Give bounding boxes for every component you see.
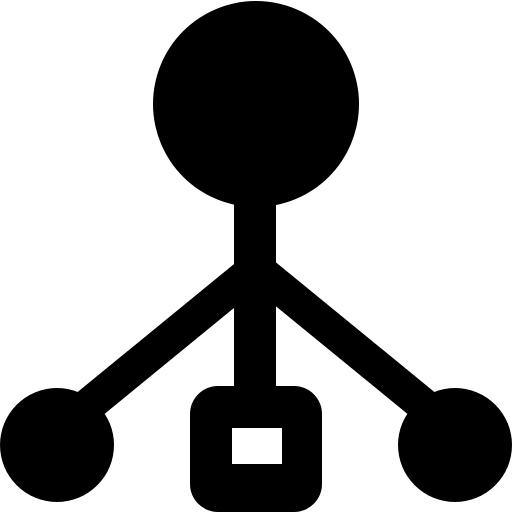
bottom-box-cutout (232, 428, 282, 464)
top-node-circle (153, 1, 359, 207)
left-node-circle (0, 388, 114, 502)
right-node-circle (398, 388, 512, 502)
